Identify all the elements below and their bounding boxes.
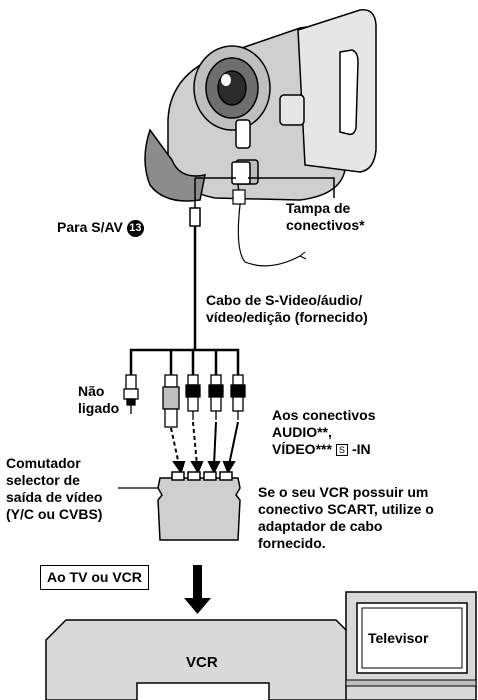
plug-arrows bbox=[170, 421, 239, 475]
cable-plugs bbox=[123, 374, 246, 428]
aos-conectivos-label: Aos conectivos AUDIO**, VÍDEO***S-IN bbox=[272, 407, 375, 458]
ao-tv-vcr-box: Ao TV ou VCR bbox=[40, 565, 149, 590]
televisor-label: Televisor bbox=[368, 630, 429, 646]
s-video-plug bbox=[162, 374, 180, 428]
cable-label: Cabo de S-Video/áudio/ vídeo/edição (for… bbox=[206, 292, 368, 325]
vcr-label: VCR bbox=[186, 654, 218, 671]
rca-plug-middle bbox=[208, 374, 224, 420]
rca-plug-left bbox=[185, 374, 201, 420]
rca-plug-right bbox=[230, 374, 246, 420]
camcorder-illustration bbox=[144, 9, 377, 202]
aos-conectivos-line2: VÍDEO***S-IN bbox=[272, 441, 375, 458]
para-sav-text: Para S/AV bbox=[57, 219, 123, 235]
nao-ligado-label: Não ligado bbox=[78, 383, 120, 416]
aos-conectivos-line1: Aos conectivos AUDIO**, bbox=[272, 407, 376, 440]
tampa-label: Tampa de conectivos* bbox=[286, 200, 365, 233]
breakout-cables bbox=[129, 348, 240, 375]
tampa-leader-line bbox=[248, 177, 335, 198]
comutador-label: Comutador selector de saída de vídeo (Y/… bbox=[6, 455, 103, 522]
tv-device bbox=[345, 591, 477, 700]
down-arrow bbox=[184, 565, 211, 614]
scart-adapter bbox=[157, 471, 241, 541]
reference-number-badge: 13 bbox=[126, 219, 144, 237]
in-text: -IN bbox=[351, 441, 371, 457]
video-text: VÍDEO*** bbox=[272, 441, 332, 457]
main-cable bbox=[189, 177, 307, 350]
scart-note-label: Se o seu VCR possuir um conectivo SCART,… bbox=[258, 484, 434, 551]
unconnected-plug bbox=[123, 374, 139, 414]
s-symbol: S bbox=[335, 444, 348, 457]
